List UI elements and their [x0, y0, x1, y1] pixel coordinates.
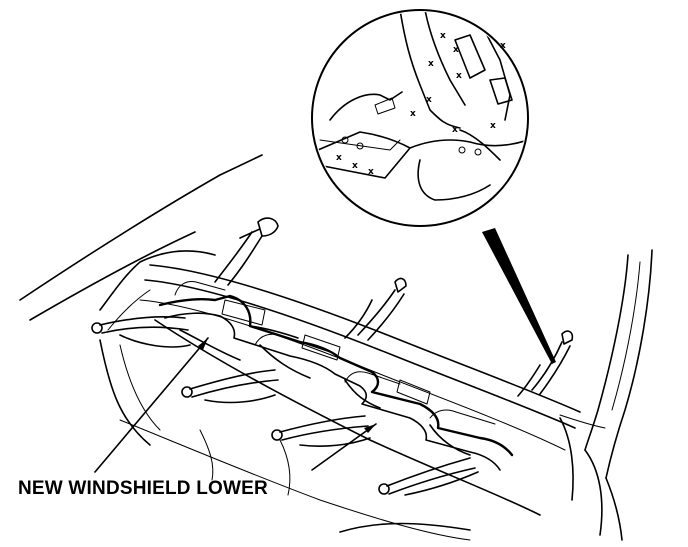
- vise-grip-clamp: [344, 277, 407, 341]
- vise-grip-clamp: [214, 217, 279, 286]
- right-a-pillar: [559, 249, 653, 541]
- svg-text:x: x: [452, 125, 458, 135]
- svg-text:x: x: [440, 31, 446, 41]
- windshield-lower-panel: [158, 281, 514, 471]
- svg-text:x: x: [368, 167, 374, 177]
- cowl-body: [119, 264, 581, 541]
- svg-text:x: x: [426, 95, 432, 105]
- svg-text:x: x: [456, 71, 462, 81]
- label-leader-lines: [94, 337, 377, 473]
- new-windshield-lower-label: NEW WINDSHIELD LOWER: [18, 478, 268, 499]
- svg-text:x: x: [336, 153, 342, 163]
- left-fender-outline: [19, 154, 263, 446]
- weld-marks: x x x x x x x x x x x x: [336, 31, 506, 177]
- svg-text:x: x: [410, 109, 416, 119]
- vise-grip-clamp: [91, 316, 191, 348]
- vise-grip-clamp: [517, 330, 574, 397]
- svg-text:x: x: [352, 161, 358, 171]
- svg-text:x: x: [453, 45, 459, 55]
- svg-text:x: x: [500, 41, 506, 51]
- detail-magnifier: x x x x x x x x x x x x: [311, 9, 556, 364]
- vise-grip-clamp: [378, 457, 479, 496]
- vise-grip-clamp: [271, 415, 371, 447]
- svg-text:x: x: [490, 121, 496, 131]
- svg-text:x: x: [428, 59, 434, 69]
- vise-grip-clamp: [181, 369, 279, 404]
